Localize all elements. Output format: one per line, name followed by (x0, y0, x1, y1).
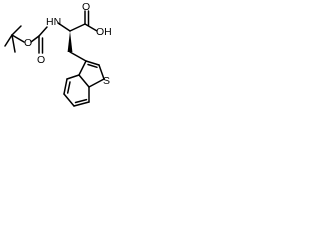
carbamate-group (30, 26, 48, 54)
stereo-wedge-bond (67, 31, 73, 52)
bond-c2-s (98, 64, 105, 80)
bond-ester-o-to-carbonyl-c (30, 35, 40, 43)
bond-c3a-c3 (78, 60, 87, 76)
bond-acid-c-to-oh (84, 23, 98, 32)
atom-label-carbamate-carbonyl-o: O (37, 54, 45, 66)
amino-acid-backbone (57, 10, 98, 62)
bond-c3-c2-inner (87, 63, 98, 69)
atom-label-nh: HN (46, 16, 61, 28)
bond-tbu-methyl-left (4, 34, 13, 47)
atom-label-ester-o: O (24, 37, 32, 49)
benzothiophene-ring (63, 60, 105, 107)
bond-nh-to-alpha-c (57, 22, 71, 32)
bond-c3-c2 (85, 60, 100, 66)
bond-alpha-c-to-acid-c (69, 23, 86, 32)
atom-label-sulfur: S (103, 75, 110, 87)
bond-s-c7a (88, 78, 105, 88)
atom-label-oh: OH (96, 26, 112, 38)
bond-c5-c6 (63, 93, 75, 107)
bond-c4-c5 (63, 78, 68, 95)
bond-ch2-to-thiophene-c3 (69, 51, 87, 62)
bond-c4-c5-inner (66, 81, 71, 94)
bond-tbu-methyl-bottom (11, 34, 16, 53)
bond-c7a-c3a (78, 74, 90, 88)
bond-tbu-to-ester-o (11, 34, 25, 43)
bond-c3a-c4 (66, 74, 80, 80)
chemical-structure-diagram: HN OH O O O S (4, 1, 112, 107)
bond-carbamate-c-to-nh (38, 26, 48, 37)
atom-label-acid-carbonyl-o: O (82, 1, 90, 13)
bond-c6-c7 (73, 101, 90, 107)
bond-tbu-methyl-top (11, 25, 22, 36)
bond-c6-c7-inner (74, 98, 88, 104)
tert-butyl-group (4, 25, 25, 53)
atom-labels: HN OH O O O S (24, 1, 112, 87)
